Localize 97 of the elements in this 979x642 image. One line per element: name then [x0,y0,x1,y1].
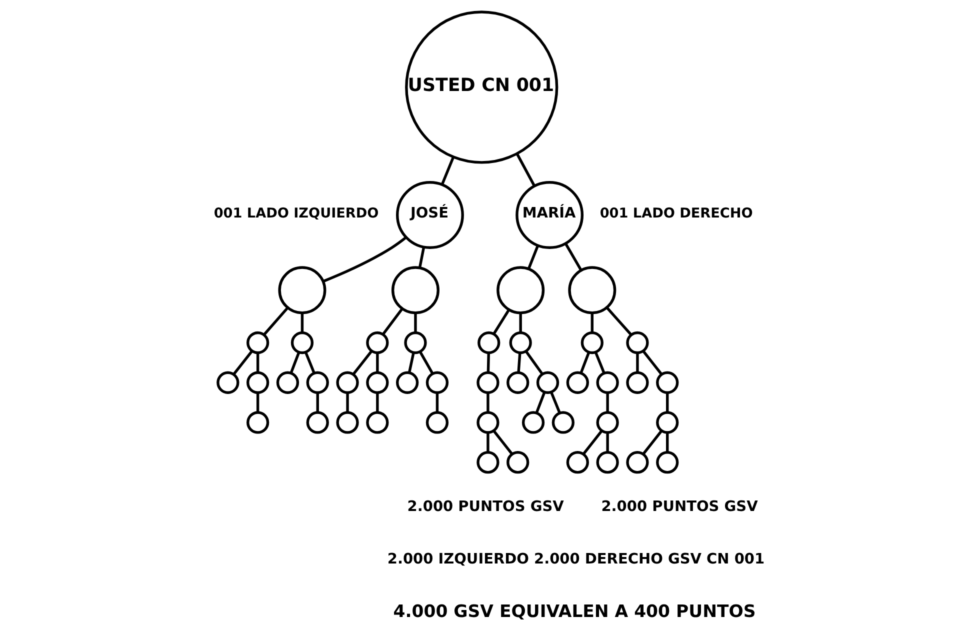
node-circle [306,411,328,434]
node-circle [626,331,648,354]
connector [418,247,425,268]
connector [579,352,590,374]
connector [492,430,513,455]
node-circle [580,331,603,354]
connector [304,352,315,374]
connector [605,306,632,336]
connector [518,312,522,333]
connector [352,350,372,376]
connector [316,392,318,412]
node-circle [566,451,588,474]
node-circle [508,331,532,354]
node-circle [506,371,529,394]
node-circle [596,451,618,474]
node-circle [246,411,269,434]
node-label: 001 LADO DERECHO [599,205,752,222]
node-circle: MARÍA [515,181,584,249]
connector [322,236,406,283]
connector [289,352,300,374]
connector [418,351,434,374]
label: 4.000 GSV EQUIVALEN A 400 PUNTOS [392,602,756,622]
node-circle [476,411,499,434]
connector [606,392,608,412]
node-circle [476,451,499,474]
node-circle [216,371,239,394]
node-circle [425,371,448,394]
connector [414,312,416,333]
node-circle [366,411,388,434]
connector [606,432,608,452]
connector [590,312,594,333]
node-circle [390,266,439,314]
node-circle [425,411,448,434]
node-circle [566,371,588,394]
connector [232,350,253,376]
connector [262,306,288,336]
connector [516,352,521,373]
label: 2.000 PUNTOS GSV [406,499,564,516]
node-circle [596,371,618,394]
node-circle [396,371,418,394]
node-circle [656,411,678,434]
connector [526,245,539,270]
node-circle [506,451,529,474]
node-circle [568,266,616,314]
node-circle [276,371,299,394]
connector [300,312,304,333]
connector [666,432,668,452]
connector [407,352,414,373]
connector [636,352,638,373]
node-circle [336,411,358,434]
connector [564,242,582,271]
node-circle: USTED CN 001 [404,10,558,164]
node-circle [656,451,678,474]
connector [256,392,259,412]
connector [382,308,403,336]
label: 2.000 PUNTOS GSV [600,499,758,516]
connector [486,392,489,412]
node-circle [278,266,326,314]
connector [550,392,560,414]
connector [346,392,348,412]
label: 2.000 IZQUIERDO 2.000 DERECHO GSV CN 001 [386,552,764,568]
node-circle [404,331,426,354]
connector [486,432,489,452]
node-circle: JOSÉ [396,181,464,249]
node-circle [246,371,269,394]
node-circle [477,331,500,354]
connector [534,392,546,414]
connector [435,392,438,412]
connector [594,352,605,374]
connector [440,156,454,185]
node-circle [306,371,328,394]
connector [492,308,510,335]
connector [582,430,602,455]
node-circle [336,371,358,394]
node-circle [626,371,648,394]
node-circle [521,411,544,434]
node-circle [366,331,388,354]
node-circle [656,371,678,394]
node-label: 001 LADO IZQUIERDO [213,205,378,222]
connector [486,352,490,373]
connector [376,352,378,373]
node-circle [536,371,559,394]
node-circle [596,411,618,434]
connector [376,392,378,412]
node-circle [476,371,499,394]
connector [642,350,662,376]
node-circle [366,371,388,394]
node-circle [290,331,314,354]
connector [524,350,543,375]
node-circle [496,266,544,314]
node-circle [246,331,269,354]
node-circle [626,451,648,474]
node-circle [551,411,574,434]
connector [256,352,259,373]
connector [666,392,668,412]
connector [515,153,536,187]
connector [642,430,662,455]
